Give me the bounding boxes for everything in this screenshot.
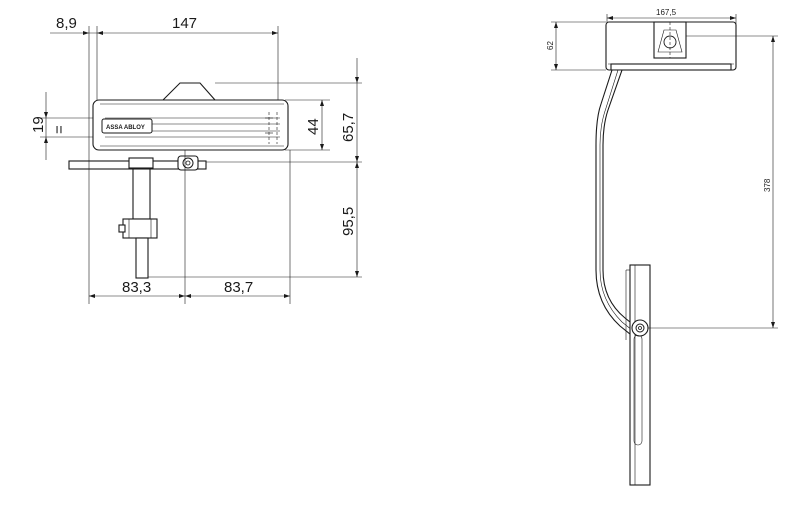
- mounting-plate: [68, 155, 207, 171]
- dimension-pivot-to-right-label: 83,7: [224, 279, 253, 296]
- slide-rail: [625, 264, 651, 486]
- dimension-slot-height: 19 =: [30, 92, 100, 160]
- brand-logo-text: ASSA ABLOY: [106, 125, 145, 131]
- dimension-body-height-label: 44: [305, 118, 322, 135]
- front-view: 8,9 147 19 = ASSA ABLOY: [30, 15, 362, 304]
- dimension-total-height-label: 65,7: [340, 113, 357, 142]
- dimension-bottom: 83,3 83,7: [88, 160, 290, 304]
- dimension-arm-length: 378: [648, 35, 778, 329]
- dimension-side-height-label: 62: [546, 41, 555, 50]
- dimension-body-length-label: 147: [172, 15, 197, 32]
- dimension-slot-height-label: 19: [30, 116, 47, 133]
- mounting-marks: [265, 112, 278, 144]
- side-view: 167,5 62: [546, 8, 778, 486]
- dimension-arm-length-label: 378: [763, 178, 772, 192]
- dimension-side-width: 167,5: [606, 8, 737, 25]
- dimension-arm-drop-label: 95,5: [340, 207, 357, 236]
- closer-head: [605, 21, 737, 71]
- closer-body: ASSA ABLOY: [92, 82, 289, 151]
- spindle: [118, 168, 158, 279]
- dimension-left-to-pivot-label: 83,3: [122, 279, 151, 296]
- dimension-right: 44 65,7 95,5: [148, 58, 362, 278]
- dimension-offset-left-label: 8,9: [56, 15, 77, 32]
- arm-pivot: [631, 319, 649, 337]
- dimension-side-height: 62: [546, 21, 606, 71]
- dimension-side-width-label: 167,5: [656, 8, 677, 17]
- dimension-top: 8,9 147: [50, 15, 279, 160]
- equal-mark: =: [51, 125, 68, 134]
